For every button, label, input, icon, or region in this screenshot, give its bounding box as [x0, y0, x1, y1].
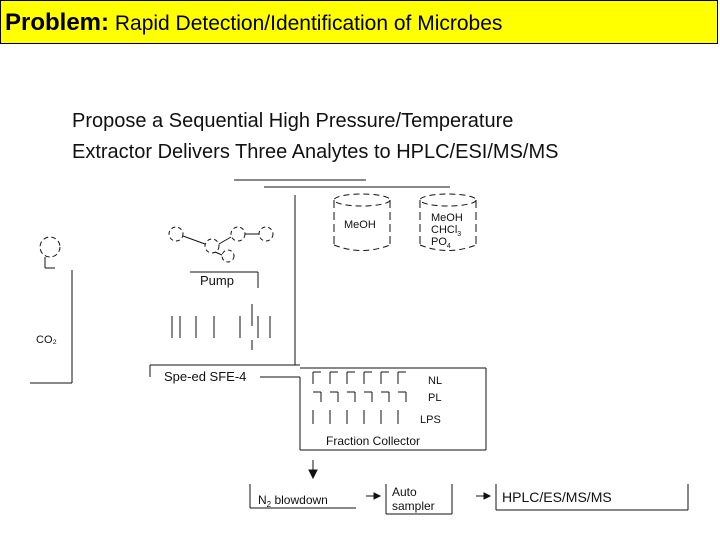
pump-manifold-icon: [168, 226, 274, 263]
fraction-pl-label: PL: [428, 392, 441, 404]
title-bar: Problem: Rapid Detection/Identification …: [0, 0, 718, 44]
fraction-collector-box: [299, 367, 487, 451]
meoh-chcl3-po4-reservoir: [419, 193, 477, 251]
autosampler-line2: sampler: [392, 499, 435, 513]
down-arrow-head: [308, 469, 318, 480]
subtitle-line-1: Propose a Sequential High Pressure/Tempe…: [72, 110, 514, 132]
solvent2-line1: MeOH: [431, 212, 463, 224]
chcl-subscript: 3: [457, 231, 461, 238]
co2-tank: [30, 236, 73, 384]
meoh-reservoir: [333, 193, 391, 251]
fraction-nl-label: NL: [428, 375, 442, 387]
blowdown-subscript: 2: [267, 500, 272, 509]
pump-label: Pump: [200, 273, 234, 288]
blowdown-suffix: blowdown: [271, 493, 328, 507]
title-rest: Rapid Detection/Identification of Microb…: [109, 12, 503, 35]
co2-label: CO₂: [36, 334, 57, 346]
meoh-label: MeOH: [344, 219, 376, 231]
hplc-label: HPLC/ES/MS/MS: [502, 489, 612, 505]
po-subscript: 4: [447, 243, 451, 250]
fraction-collector-label: Fraction Collector: [326, 434, 420, 448]
title-bold: Problem:: [5, 9, 110, 36]
hplc-box: [495, 484, 689, 511]
chcl-text: CHCl: [431, 224, 457, 236]
blowdown-prefix: N: [258, 493, 267, 507]
page-title: Problem: Rapid Detection/Identification …: [5, 9, 502, 37]
autosampler-box: [385, 484, 453, 515]
autosampler-line1: Auto: [392, 485, 417, 499]
arrow-to-autosampler-head: [373, 492, 382, 500]
arrow-to-hplc-head: [483, 492, 492, 500]
solvent2-line3: PO4: [431, 236, 451, 250]
blowdown-label: N2 blowdown: [258, 493, 328, 509]
blowdown-box: [249, 484, 356, 509]
subtitle-line-2: Extractor Delivers Three Analytes to HPL…: [72, 141, 559, 163]
extractor-label: Spe-ed SFE-4: [164, 369, 246, 384]
solvent2-line2: CHCl3: [431, 224, 461, 238]
fraction-lps-label: LPS: [420, 414, 441, 426]
po-text: PO: [431, 236, 447, 248]
extraction-vessels: [171, 304, 271, 350]
